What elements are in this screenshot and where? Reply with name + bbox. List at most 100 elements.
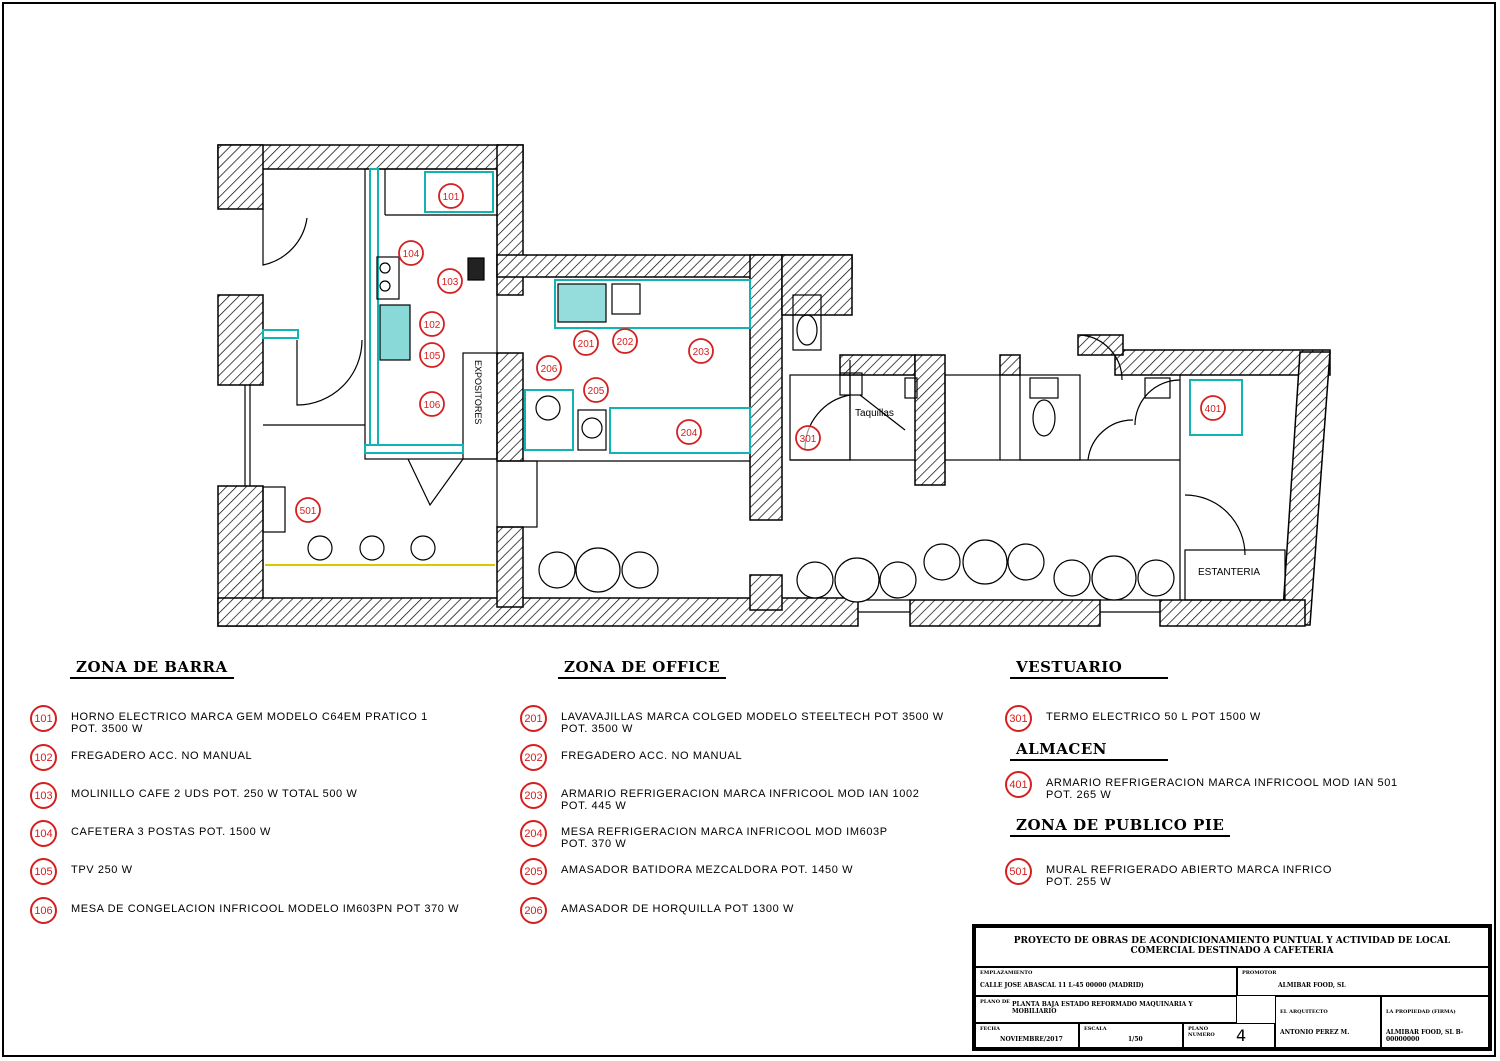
legend-code-badge: 501 <box>1005 858 1032 885</box>
tables-and-chairs <box>538 539 1175 603</box>
plan-marker-106: 106 <box>419 391 445 417</box>
marker-circle <box>676 419 702 445</box>
legend-code-badge: 301 <box>1005 705 1032 732</box>
legend-description: MOLINILLO CAFE 2 UDS POT. 250 W TOTAL 50… <box>71 788 358 800</box>
fecha-label: FECHA <box>980 1026 1000 1032</box>
plan-marker-204: 204 <box>676 419 702 445</box>
legend-code-badge: 103 <box>30 782 57 809</box>
marker-label: 104 <box>403 249 420 260</box>
plan-marker-102: 102 <box>419 311 445 337</box>
plan-marker-105: 105 <box>419 342 445 368</box>
marker-circle <box>536 355 562 381</box>
legend-code-badge: 202 <box>520 744 547 771</box>
arquitecto-label: EL ARQUITECTO <box>1280 1009 1328 1015</box>
zone-office-title: ZONA DE OFFICE <box>558 658 727 679</box>
promotor-value: ALMIBAR FOOD, SL <box>1278 982 1346 989</box>
bar-stools <box>307 535 436 561</box>
floor-plan: EXPOSITORES Taquillas ESTANTERIA 1011021… <box>217 144 1331 627</box>
estanteria-label: ESTANTERIA <box>1198 567 1260 578</box>
marker-label: 501 <box>300 506 317 517</box>
taquillas-label: Taquillas <box>855 408 894 419</box>
legend-item-103: 103 MOLINILLO CAFE 2 UDS POT. 250 W TOTAL… <box>30 782 357 809</box>
door-swings <box>262 209 1246 556</box>
plano-value: PLANTA BAJA ESTADO REFORMADO MAQUINARIA … <box>1012 1001 1193 1015</box>
project-title: PROYECTO DE OBRAS DE ACONDICIONAMIENTO P… <box>975 927 1489 967</box>
expositores-label: EXPOSITORES <box>473 360 483 424</box>
plan-marker-101: 101 <box>438 183 464 209</box>
plan-marker-103: 103 <box>437 268 463 294</box>
emplazamiento-value: CALLE JOSE ABASCAL 11 L-45 00000 (MADRID… <box>980 982 1144 989</box>
legend-description: TPV 250 W <box>71 864 133 876</box>
marker-circle <box>437 268 463 294</box>
legend-description: MESA DE CONGELACION INFRICOOL MODELO IM6… <box>71 903 460 915</box>
marker-label: 203 <box>693 347 710 358</box>
marker-circle <box>612 328 638 354</box>
zone-vestuario-title: VESTUARIO <box>1010 658 1168 679</box>
marker-circle <box>419 391 445 417</box>
marker-label: 206 <box>541 364 558 375</box>
marker-circle <box>583 377 609 403</box>
propiedad-label: LA PROPIEDAD (FIRMA) <box>1386 1009 1456 1015</box>
legend-item-102: 102 FREGADERO ACC. NO MANUAL <box>30 744 252 771</box>
plan-marker-202: 202 <box>612 328 638 354</box>
equipment-markers: 101 102 103 104 105 106 201 202 203 204 205 206 301 4… <box>295 183 1226 523</box>
legend-code-badge: 101 <box>30 705 57 732</box>
legend-code-badge: 205 <box>520 858 547 885</box>
plan-marker-203: 203 <box>688 338 714 364</box>
legend-description: TERMO ELECTRICO 50 l POT 1500 W <box>1046 711 1261 723</box>
marker-label: 401 <box>1205 404 1222 415</box>
legend-item-401: 401 ARMARIO REFRIGERACION MARCA INFRICOOL… <box>1005 771 1398 801</box>
marker-circle <box>419 342 445 368</box>
zone-publico-title: ZONA DE PUBLICO PIE <box>1010 816 1231 837</box>
legend-code-badge: 401 <box>1005 771 1032 798</box>
legend-code-badge: 102 <box>30 744 57 771</box>
plano-numero-value: 4 <box>1236 1026 1247 1045</box>
marker-label: 205 <box>588 386 605 397</box>
plan-marker-301: 301 <box>795 425 821 451</box>
marker-label: 101 <box>443 192 460 203</box>
marker-circle <box>795 425 821 451</box>
legend-description: HORNO ELECTRICO MARCA GEM MODELO C64EM P… <box>71 711 428 735</box>
counters <box>262 168 1243 454</box>
plan-marker-205: 205 <box>583 377 609 403</box>
plano-numero-label: PLANO NUMERO <box>1188 1026 1215 1038</box>
equipment <box>262 256 1171 533</box>
marker-circle <box>1200 395 1226 421</box>
legend-description: MESA REFRIGERACION MARCA INFRICOOL MOD I… <box>561 826 888 850</box>
emplazamiento-label: EMPLAZAMIENTO <box>980 970 1033 976</box>
legend-description: LAVAVAJILLAS MARCA COLGED MODELO STEELTE… <box>561 711 944 735</box>
marker-circle <box>295 497 321 523</box>
legend-item-204: 204 MESA REFRIGERACION MARCA INFRICOOL MO… <box>520 820 888 850</box>
marker-label: 301 <box>800 434 817 445</box>
plan-marker-401: 401 <box>1200 395 1226 421</box>
legend-code-badge: 104 <box>30 820 57 847</box>
plan-marker-206: 206 <box>536 355 562 381</box>
marker-circle <box>688 338 714 364</box>
marker-circle <box>419 311 445 337</box>
marker-label: 103 <box>442 277 459 288</box>
legend-code-badge: 106 <box>30 897 57 924</box>
legend-description: ARMARIO REFRIGERACION MARCA INFRICOOL MO… <box>1046 777 1398 801</box>
marker-label: 202 <box>617 337 634 348</box>
marker-label: 102 <box>424 320 441 331</box>
legend-description: AMASADOR DE HORQUILLA POT 1300 W <box>561 903 794 915</box>
plan-marker-201: 201 <box>573 330 599 356</box>
legend-item-106: 106 MESA DE CONGELACION INFRICOOL MODELO … <box>30 897 459 924</box>
marker-circle <box>438 183 464 209</box>
arquitecto-value: ANTONIO PEREZ M. <box>1280 1029 1350 1036</box>
legend-code-badge: 204 <box>520 820 547 847</box>
legend-description: ARMARIO REFRIGERACION MARCA INFRICOOL MO… <box>561 788 920 812</box>
marker-circle <box>573 330 599 356</box>
marker-label: 105 <box>424 351 441 362</box>
legend-item-301: 301 TERMO ELECTRICO 50 l POT 1500 W <box>1005 705 1261 732</box>
legend-description: FREGADERO ACC. NO MANUAL <box>71 750 253 762</box>
legend-item-101: 101 HORNO ELECTRICO MARCA GEM MODELO C64E… <box>30 705 428 735</box>
marker-label: 106 <box>424 400 441 411</box>
marker-label: 204 <box>681 428 698 439</box>
